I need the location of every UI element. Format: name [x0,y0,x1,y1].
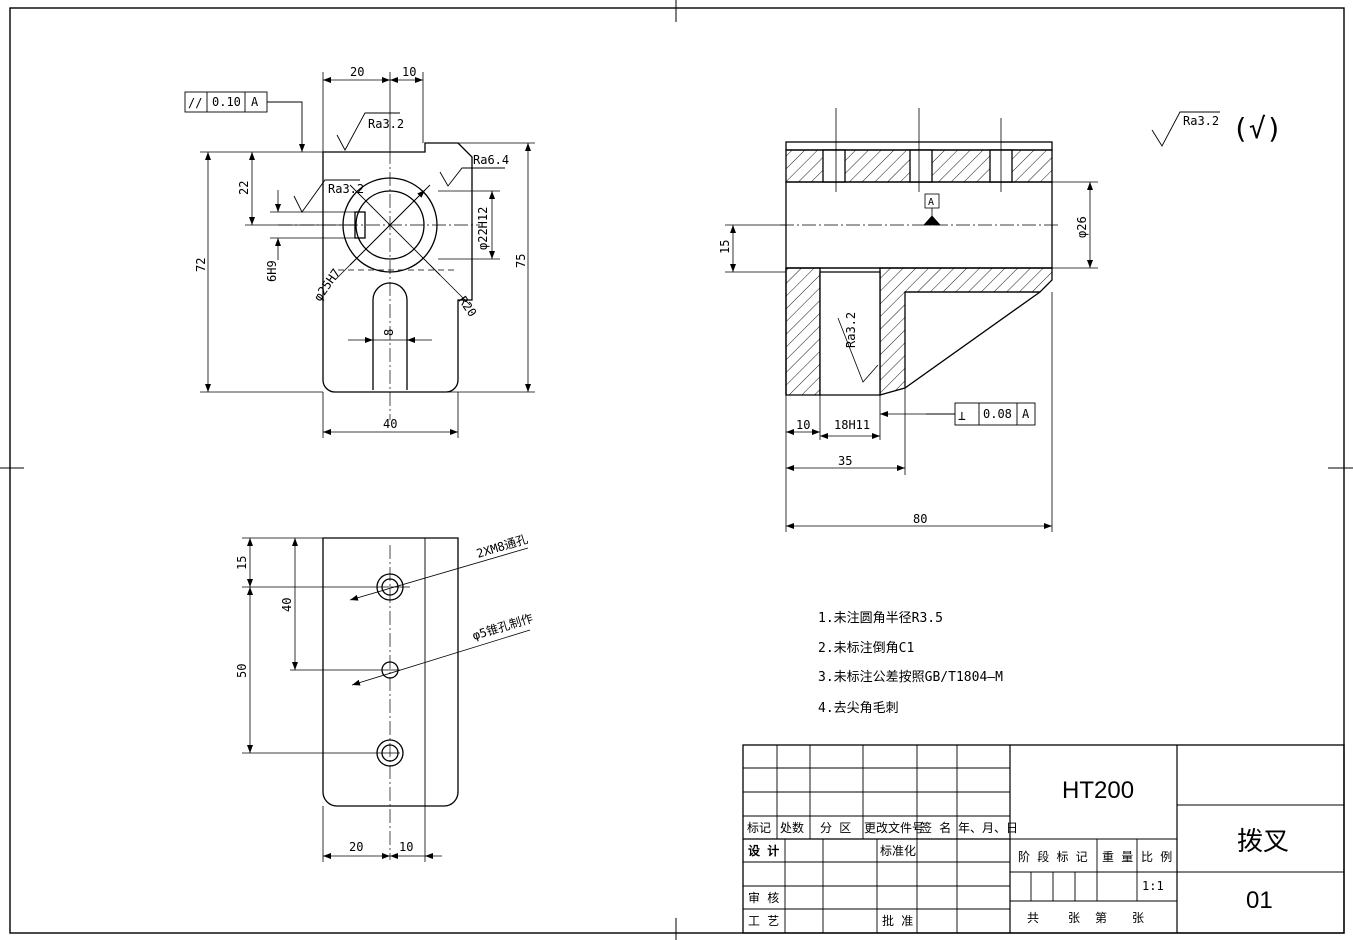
tb-standardization: 标准化 [880,844,916,858]
front-dim-bore: φ22H12 [476,207,490,250]
side-gdt-datum: A [1022,407,1030,421]
tb-design: 设 计 [748,843,779,858]
bottom-dim-10: 10 [399,840,413,854]
side-dim-15: 15 [718,240,732,254]
tb-scale: 1:1 [1142,879,1164,893]
tb-header-zone: 分 区 [820,821,851,835]
side-dim-18h11: 18H11 [834,418,870,432]
front-ra-top: Ra3.2 [368,117,404,131]
front-view [278,142,480,420]
bottom-view-dimensions [242,537,531,862]
front-dim-6h9: 6H9 [265,260,279,282]
tb-process: 工 艺 [748,914,779,928]
front-ra-left: Ra3.2 [328,182,364,196]
tb-weight: 重 量 [1102,850,1133,864]
tb-part-name: 拨叉 [1237,826,1289,856]
side-view-lines [725,108,1098,532]
side-datum-a [923,193,941,226]
title-block [742,744,1345,934]
bottom-dim-50: 50 [235,664,249,678]
general-ra: Ra3.2 [1183,114,1219,128]
tb-material: HT200 [1062,777,1134,804]
side-dim-dia26: φ26 [1075,216,1089,238]
front-view-dimensions [200,72,535,438]
note-2: 2.未标注倒角C1 [818,641,914,656]
front-gdt-value: 0.10 [212,95,241,109]
front-roughness-symbols [293,112,505,213]
front-dim-40: 40 [383,417,397,431]
front-dim-22: 22 [237,181,251,195]
side-dim-80: 80 [913,512,927,526]
bottom-dim-15: 15 [235,556,249,570]
tb-header-sign: 签 名 [920,820,951,835]
front-dim-10: 10 [402,65,416,79]
front-dim-72: 72 [194,258,208,272]
front-dim-dia25: φ25H7 [311,266,343,304]
tb-header-count: 处数 [780,820,804,835]
technical-notes: 1.未注圆角半径R3.5 2.未标注倒角C1 3.未标注公差按照GB/T1804… [818,611,1003,716]
bottom-view [322,537,459,807]
bottom-dim-40: 40 [280,598,294,612]
tb-review: 审 核 [748,890,779,905]
front-dim-75: 75 [514,254,528,268]
tb-drawing-number: 01 [1246,887,1273,914]
front-gdt-datum: A [251,95,259,109]
note-4: 4.去尖角毛刺 [818,701,899,716]
tb-sheet-unit: 张 [1068,911,1080,925]
bottom-hole-label-1: 2XM8通孔 [475,532,530,561]
side-dim-10: 10 [796,418,810,432]
tb-sheet-no: 第 [1095,911,1107,925]
front-gdt-symbol: // [188,96,202,110]
general-roughness-symbol [1151,111,1220,147]
side-dim-35: 35 [838,454,852,468]
note-1: 1.未注圆角半径R3.5 [818,611,943,626]
tb-sheet-unit-2: 张 [1132,911,1144,925]
side-gdt-value: 0.08 [983,407,1012,421]
note-3: 3.未标注公差按照GB/T1804—M [818,670,1003,685]
tb-ratio: 比 例 [1141,850,1172,864]
bottom-dim-20: 20 [349,840,363,854]
tb-sheet-total: 共 [1027,911,1039,925]
front-gdt-frame [184,91,305,152]
general-check: (√) [1232,112,1283,145]
front-dim-r20: R20 [456,294,480,320]
side-ra-slot: Ra3.2 [844,312,858,348]
tb-header-mark: 标记 [747,821,771,835]
front-dim-slot: 8 [382,329,396,336]
front-dim-20: 20 [350,65,364,79]
side-gdt-frame [926,402,1036,426]
tb-header-date: 年、月、日 [958,821,1018,835]
tb-header-docno: 更改文件号 [864,820,924,835]
side-datum-label: A [928,197,934,208]
front-ra-right: Ra6.4 [473,153,509,167]
tb-stage-mark: 阶 段 标 记 [1018,849,1088,864]
side-gdt-symbol: ⊥ [958,409,966,424]
tb-approve: 批 准 [882,913,913,928]
